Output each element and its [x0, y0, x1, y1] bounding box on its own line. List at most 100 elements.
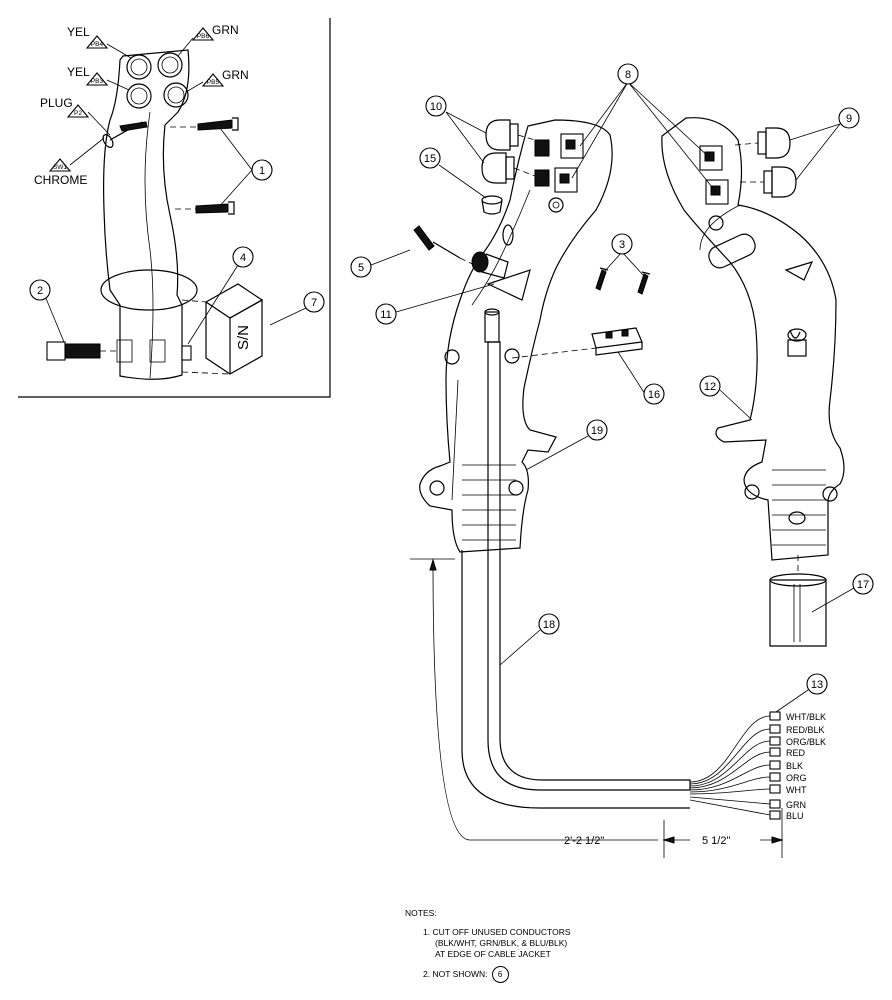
- inset-panel: S/N PB4 PB6 PB3 PB5 P2 SW1 YEL GRN YEL: [18, 18, 331, 398]
- screws-pair: [595, 267, 651, 295]
- svg-text:10: 10: [430, 101, 442, 113]
- dimension-lines: 2'-2 1/2" 5 1/2": [410, 558, 784, 858]
- callout-2: 2: [29, 279, 51, 301]
- label-grn-pb6: GRN: [212, 23, 239, 37]
- svg-text:8: 8: [625, 69, 631, 81]
- label-yel-pb4: YEL: [67, 25, 90, 39]
- wire-label: BLU: [786, 811, 804, 821]
- callout-9: 9: [838, 107, 860, 129]
- tag-pb5: PB5: [201, 73, 225, 87]
- inset-sn-label-block: S/N: [181, 283, 264, 376]
- button-cap-right-lower: [763, 166, 797, 198]
- inset-button-pb6: [157, 52, 183, 78]
- label-chrome: CHROME: [34, 173, 87, 187]
- svg-text:9: 9: [846, 113, 852, 125]
- tag-pb3: PB3: [85, 72, 109, 86]
- callout-13: 13: [806, 673, 828, 695]
- svg-text:19: 19: [591, 425, 603, 437]
- callout-17: 17: [852, 573, 874, 595]
- callout-12: 12: [699, 375, 721, 397]
- switch-right-upper: [699, 145, 723, 171]
- label-plug: PLUG: [40, 96, 73, 110]
- bracket: [511, 327, 643, 359]
- wire-label: ORG/BLK: [786, 737, 826, 747]
- callout-19: 19: [586, 419, 608, 441]
- wire-label: RED: [786, 748, 806, 758]
- svg-text:2: 2: [37, 285, 43, 297]
- switch-left-lower: [554, 167, 578, 193]
- inset-button-pb5: [163, 82, 189, 108]
- dimension-cable-length: 2'-2 1/2": [564, 835, 604, 847]
- inset-insert: [181, 345, 192, 361]
- cable-jacket: [487, 341, 691, 791]
- svg-text:11: 11: [380, 309, 391, 321]
- callout-16: 16: [643, 383, 665, 405]
- sleeve: [769, 555, 827, 647]
- callout-15: 15: [419, 147, 441, 169]
- main-view: WHT/BLK RED/BLK ORG/BLK RED BLK ORG WHT …: [350, 63, 874, 858]
- inset-handle: [103, 49, 190, 380]
- callout-3: 3: [611, 233, 633, 255]
- callout-10: 10: [425, 95, 447, 117]
- tag-pb6: PB6: [191, 27, 215, 41]
- button-cap-right-upper: [757, 127, 791, 159]
- note-1-line-3: AT EDGE OF CABLE JACKET: [435, 949, 551, 959]
- svg-text:17: 17: [857, 579, 869, 591]
- svg-text:3: 3: [619, 239, 625, 251]
- inset-screw-upper: [170, 117, 239, 131]
- wire-bundle: [689, 715, 771, 816]
- button-cap-left-upper: [485, 119, 519, 151]
- wire-label: RED/BLK: [786, 725, 825, 735]
- svg-text:18: 18: [543, 619, 555, 631]
- callout-4: 4: [232, 246, 254, 268]
- wire-label: BLK: [786, 761, 803, 771]
- note-2-callout: 6: [491, 966, 509, 983]
- right-housing-half: [661, 117, 845, 561]
- wire-labels: WHT/BLK RED/BLK ORG/BLK RED BLK ORG WHT …: [786, 712, 826, 821]
- note-2: 2. NOT SHOWN: 6: [405, 966, 705, 983]
- svg-text:4: 4: [240, 252, 246, 264]
- callout-18: 18: [538, 613, 560, 635]
- tag-p2: P2: [66, 104, 90, 118]
- note-2-text: 2. NOT SHOWN:: [423, 969, 488, 979]
- tag-sw1: SW1: [48, 158, 72, 172]
- svg-text:SW1: SW1: [53, 164, 67, 171]
- sn-text: S/N: [235, 325, 252, 350]
- callout-5: 5: [350, 256, 372, 278]
- svg-text:PB6: PB6: [197, 33, 210, 40]
- notes-heading: NOTES:: [405, 908, 437, 918]
- svg-text:PB4: PB4: [91, 41, 104, 48]
- left-housing-half: [419, 119, 613, 553]
- svg-text:15: 15: [424, 153, 436, 165]
- svg-text:13: 13: [811, 679, 823, 691]
- callout-8: 8: [617, 63, 639, 85]
- button-cap-left-lower: [481, 152, 515, 184]
- callout-1: 1: [251, 159, 273, 181]
- label-yel-pb3: YEL: [67, 65, 90, 79]
- note-1: 1. CUT OFF UNUSED CONDUCTORS (BLK/WHT, G…: [405, 927, 705, 960]
- svg-text:5: 5: [358, 262, 364, 274]
- tag-pb4: PB4: [85, 35, 109, 49]
- callout-7: 7: [303, 291, 325, 313]
- wire-label: WHT: [786, 785, 807, 795]
- grommet: [481, 195, 503, 215]
- inset-button-pb4: [126, 54, 152, 80]
- wire-label: WHT/BLK: [786, 712, 826, 722]
- inset-button-pb3: [126, 83, 152, 109]
- dimension-lead-length: 5 1/2": [702, 835, 730, 847]
- label-grn-pb5: GRN: [222, 68, 249, 82]
- inset-border: [18, 18, 331, 398]
- callout-11: 11: [375, 303, 397, 325]
- wire-label: GRN: [786, 800, 806, 810]
- inset-setscrew: [46, 341, 118, 361]
- svg-text:12: 12: [704, 381, 716, 393]
- svg-text:7: 7: [311, 297, 317, 309]
- switch-left-upper: [560, 133, 584, 159]
- svg-text:PB3: PB3: [91, 78, 104, 85]
- terminals: [769, 711, 781, 820]
- trigger-switch: [471, 224, 531, 301]
- note-1-line-1: 1. CUT OFF UNUSED CONDUCTORS: [423, 927, 571, 937]
- svg-text:PB5: PB5: [207, 79, 220, 86]
- note-1-line-2: (BLK/WHT, GRN/BLK, & BLU/BLK): [435, 938, 568, 948]
